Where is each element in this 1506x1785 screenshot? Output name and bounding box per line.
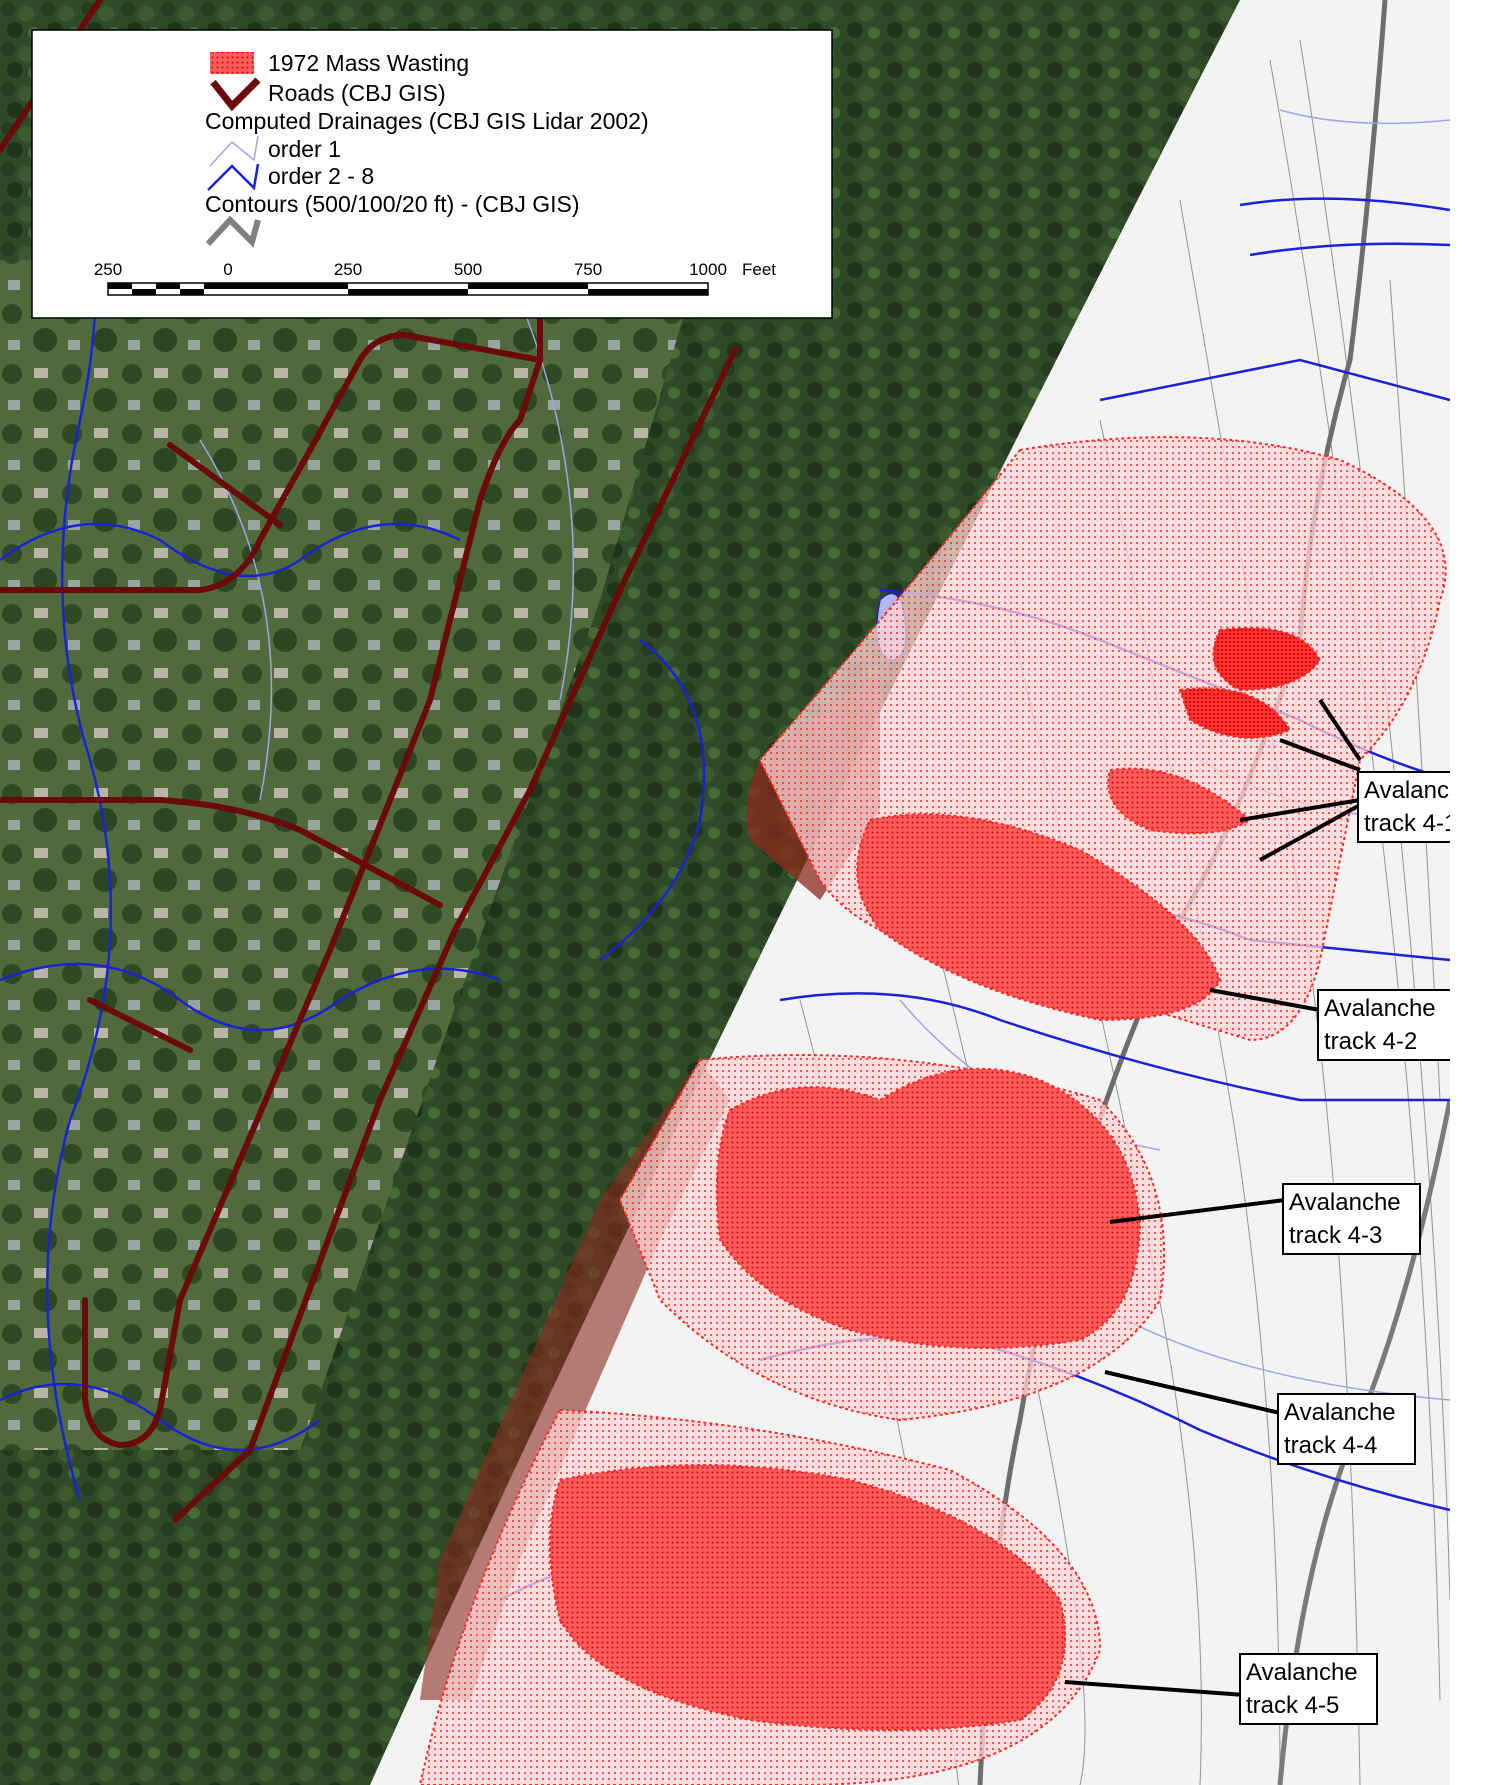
- hazard-zone-inner-4-3: [715, 1067, 1142, 1349]
- legend-order2-swatch: [207, 163, 260, 191]
- track-label-4-4: Avalanche track 4-4: [1277, 1393, 1416, 1465]
- roads: [0, 0, 738, 1523]
- legend-box: [31, 29, 833, 319]
- scale-bar: 250 0 250 500 750 1000 Feet: [94, 260, 776, 296]
- track-label-4-4-line1: Avalanche: [1284, 1399, 1396, 1426]
- legend-order1-label: order 1: [268, 136, 341, 162]
- track-label-4-3: Avalanche track 4-3: [1282, 1183, 1421, 1255]
- track-label-4-3-line1: Avalanche: [1289, 1189, 1401, 1216]
- legend-mass-wasting-label: 1972 Mass Wasting: [268, 50, 469, 76]
- track-label-4-1-line2: track 4-1: [1364, 810, 1457, 837]
- track-label-4-5: Avalanche track 4-5: [1239, 1653, 1378, 1725]
- right-margin: [1450, 0, 1506, 1785]
- hazard-zone-inner-4-1b: [1178, 687, 1292, 739]
- legend-roads-label: Roads (CBJ GIS): [268, 80, 446, 106]
- hazard-zone-inner-4-2: [856, 813, 1222, 1022]
- track-label-4-4-line2: track 4-4: [1284, 1432, 1377, 1459]
- hazard-zones-inner: [549, 627, 1322, 1731]
- track-label-4-2-line1: Avalanche: [1324, 995, 1436, 1022]
- legend-drainages-label: Computed Drainages (CBJ GIS Lidar 2002): [205, 108, 649, 134]
- hazard-zone-inner-4-1c: [1107, 767, 1252, 835]
- hazard-zone-inner-4-5: [549, 1464, 1066, 1731]
- track-label-4-2: Avalanche track 4-2: [1317, 989, 1456, 1061]
- scale-tick-1: 0: [223, 260, 232, 279]
- scale-tick-3: 500: [454, 260, 482, 279]
- scale-tick-4: 750: [574, 260, 602, 279]
- scale-tick-2: 250: [334, 260, 362, 279]
- legend-roads-swatch: [210, 77, 261, 112]
- legend: 1972 Mass Wasting Roads (CBJ GIS) Comput…: [31, 29, 833, 319]
- legend-mass-wasting-swatch: [210, 52, 254, 74]
- leader-lines: [1064, 698, 1362, 1697]
- track-label-4-2-line2: track 4-2: [1324, 1028, 1417, 1055]
- scale-tick-0: 250: [94, 260, 122, 279]
- track-label-4-3-line2: track 4-3: [1289, 1222, 1382, 1249]
- hazard-zone-inner-4-1a: [1212, 627, 1322, 692]
- scale-unit: Feet: [742, 260, 776, 279]
- legend-contours-label: Contours (500/100/20 ft) - (CBJ GIS): [205, 191, 580, 217]
- legend-contours-swatch: [205, 215, 261, 248]
- legend-order2-label: order 2 - 8: [268, 163, 374, 189]
- scale-tick-5: 1000: [689, 260, 727, 279]
- track-label-4-5-line1: Avalanche: [1246, 1659, 1358, 1686]
- legend-order1-swatch: [209, 135, 259, 167]
- track-label-4-5-line2: track 4-5: [1246, 1692, 1339, 1719]
